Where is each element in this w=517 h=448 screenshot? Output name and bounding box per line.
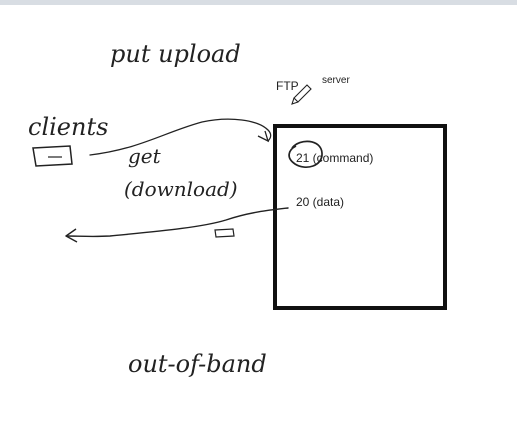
data-connection-line	[65, 207, 289, 238]
ftp-server-box	[273, 124, 447, 310]
server-label: server	[322, 75, 350, 86]
ftp-label: FTP	[276, 79, 299, 93]
put-upload-label: put upload	[110, 40, 241, 68]
top-bar	[0, 0, 517, 5]
client-computer-icon	[32, 145, 73, 167]
command-arrow-icon	[257, 130, 270, 143]
data-arrow-icon	[65, 228, 78, 243]
port-command-label: 21 (command)	[296, 151, 373, 165]
out-of-band-label: out-of-band	[128, 350, 267, 378]
download-label: (download)	[124, 177, 238, 201]
clients-label: clients	[28, 113, 108, 141]
port-21-circle	[288, 140, 323, 168]
port-data-label: 20 (data)	[296, 195, 344, 209]
command-connection-line	[89, 118, 272, 156]
pencil-icon	[291, 84, 312, 105]
get-label: get	[128, 144, 162, 168]
data-packet-icon	[214, 228, 235, 238]
